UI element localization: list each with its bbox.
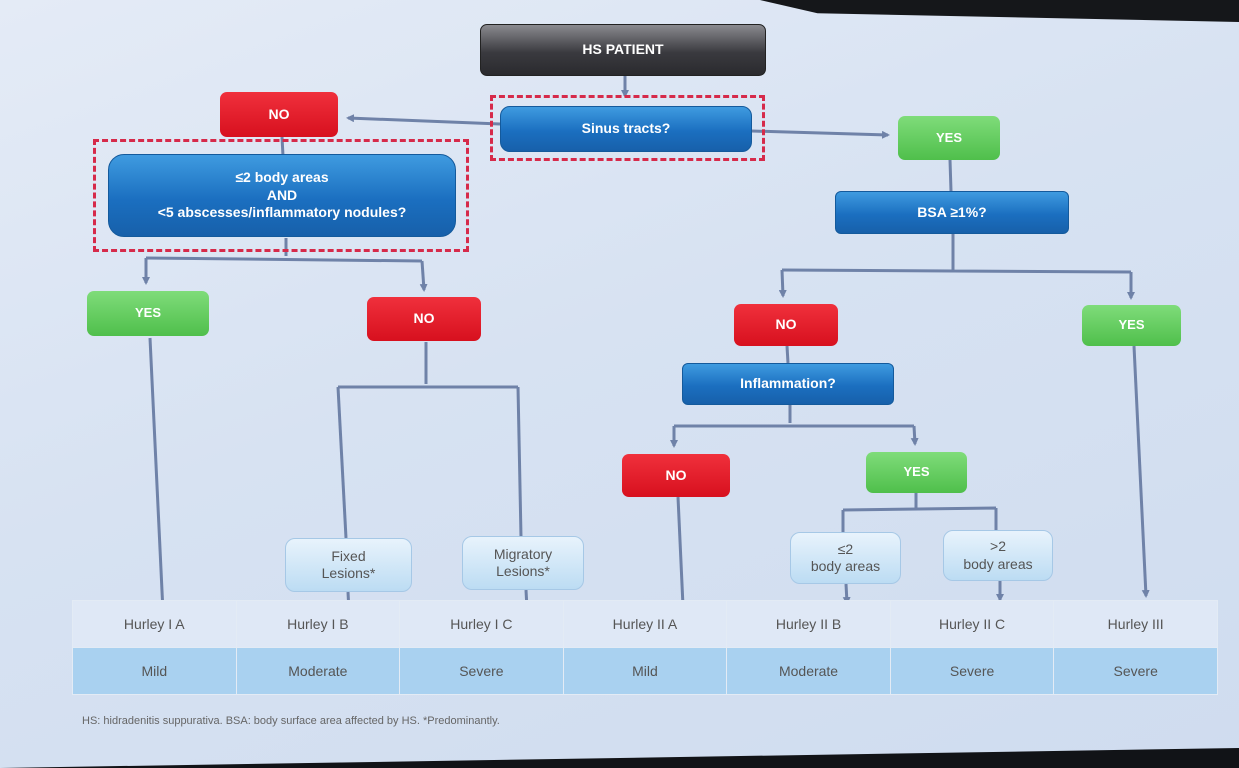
hurley-cell: Hurley I B [235,600,401,648]
question-body-areas: ≤2 body areas AND <5 abscesses/inflammat… [108,154,456,237]
le2-line2: body areas [810,558,881,574]
line-inflam-split [674,405,914,428]
question-areas-line3: <5 abscesses/inflammatory nodules? [157,204,407,221]
arrow-yes-to-hurley1a [148,337,167,614]
question-areas-line1: ≤2 body areas [235,169,329,186]
hurley-cell: Hurley III [1053,600,1218,648]
answer-yes-label: YES [1118,317,1145,333]
table-row: Mild Moderate Severe Mild Moderate Sever… [72,647,1218,695]
arrow-to-bsa-no [778,269,787,298]
line-to-migratory [516,386,523,538]
question-inflammation: Inflammation? [682,363,894,405]
question-inflam-label: Inflammation? [740,375,836,392]
answer-yes-sinus: YES [898,116,1000,160]
answer-yes-bsa: YES [1082,305,1181,346]
question-sinus-tracts: Sinus tracts? [500,106,752,152]
le2-body-areas: ≤2 body areas [790,532,901,584]
fixed-lesions: Fixed Lesions* [285,538,412,592]
severity-cell: Mild [72,647,237,695]
root-hs-patient: HS PATIENT [480,24,766,76]
fixed-line1: Fixed [331,547,366,564]
footnote: HS: hidradenitis suppurativa. BSA: body … [82,715,500,727]
question-bsa: BSA ≥1%? [835,191,1069,234]
answer-no-inflam: NO [622,454,730,497]
line-to-fixed [336,386,348,539]
fixed-line2: Lesions* [321,565,376,581]
severity-cell: Severe [399,647,564,695]
migratory-line1: Migratory [493,545,553,562]
arrow-bsa-yes-to-hurley3 [1132,345,1150,598]
migratory-line2: Lesions* [496,563,550,579]
arrow-to-left-no [419,260,428,292]
answer-no-areas: NO [367,297,481,341]
line-areas-split [145,238,423,263]
line-bsa-split [781,234,1132,274]
answer-yes-inflam: YES [866,452,967,493]
line-no-split [338,342,518,389]
hurley-cell: Hurley I A [72,600,237,648]
answer-no-label: NO [775,316,797,333]
hurley-cell: Hurley II A [562,600,728,648]
answer-no-label: NO [413,310,435,327]
highlight-frame-sinus [490,95,765,161]
table-row: Hurley I A Hurley I B Hurley I C Hurley … [72,600,1218,648]
hurley-table: Hurley I A Hurley I B Hurley I C Hurley … [72,600,1218,695]
severity-cell: Moderate [235,647,401,695]
line-no-to-inflam [785,345,790,364]
gt2-line1: >2 [990,538,1006,554]
line-yes-split [841,493,998,532]
answer-no-label: NO [268,105,290,122]
question-sinus-label: Sinus tracts? [581,120,671,137]
answer-yes-areas: YES [87,291,209,336]
line-yes-to-bsa [948,159,953,192]
hurley-cell: Hurley II C [889,600,1055,648]
answer-yes-label: YES [134,305,161,321]
question-bsa-label: BSA ≥1%? [917,203,987,220]
answer-yes-label: YES [903,464,930,480]
severity-cell: Severe [889,647,1055,695]
hurley-cell: Hurley I C [399,600,564,648]
arrow-sinus-to-yes [751,129,890,139]
migratory-lesions: Migratory Lesions* [462,536,584,590]
arrow-inflam-no-to-hurley2a [676,496,687,608]
arrow-sinus-to-no [346,114,501,126]
le2-line1: ≤2 [837,540,854,557]
severity-cell: Mild [562,647,728,695]
answer-no-sinus: NO [220,92,338,137]
arrow-to-inflam-yes [910,425,919,446]
arrow-le2-to-hurley2b [842,583,851,605]
gt2-line2: body areas [963,555,1033,572]
question-areas-line2: AND [266,186,298,203]
root-label: HS PATIENT [582,41,664,58]
answer-no-label: NO [665,466,687,483]
answer-no-bsa: NO [734,304,838,346]
gt2-body-areas: >2 body areas [943,530,1053,581]
highlight-frame-areas [93,139,469,252]
hurley-cell: Hurley II B [726,600,891,648]
severity-cell: Moderate [726,647,891,695]
severity-cell: Severe [1053,647,1218,695]
answer-yes-label: YES [935,129,962,145]
